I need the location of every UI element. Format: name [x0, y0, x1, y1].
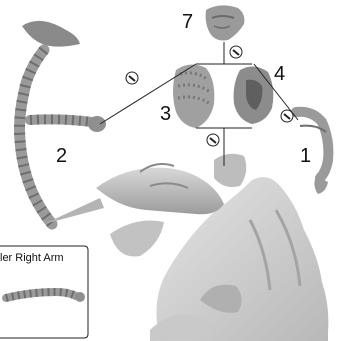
glue-drop-icon — [281, 110, 293, 122]
callout-1: 1 — [300, 146, 311, 166]
callout-4: 4 — [274, 64, 285, 84]
inset-label: ler Right Arm — [0, 252, 64, 264]
part-7-head — [206, 5, 245, 40]
callout-7: 7 — [182, 12, 193, 32]
callout-2: 2 — [56, 146, 67, 166]
callout-3: 3 — [160, 104, 171, 124]
part-4-torso-back — [234, 66, 274, 124]
glue-drop-icon — [126, 72, 138, 84]
glue-drop-icon — [207, 134, 219, 146]
part-2-tail-piece — [20, 21, 107, 224]
glue-drop-icon — [230, 46, 242, 58]
